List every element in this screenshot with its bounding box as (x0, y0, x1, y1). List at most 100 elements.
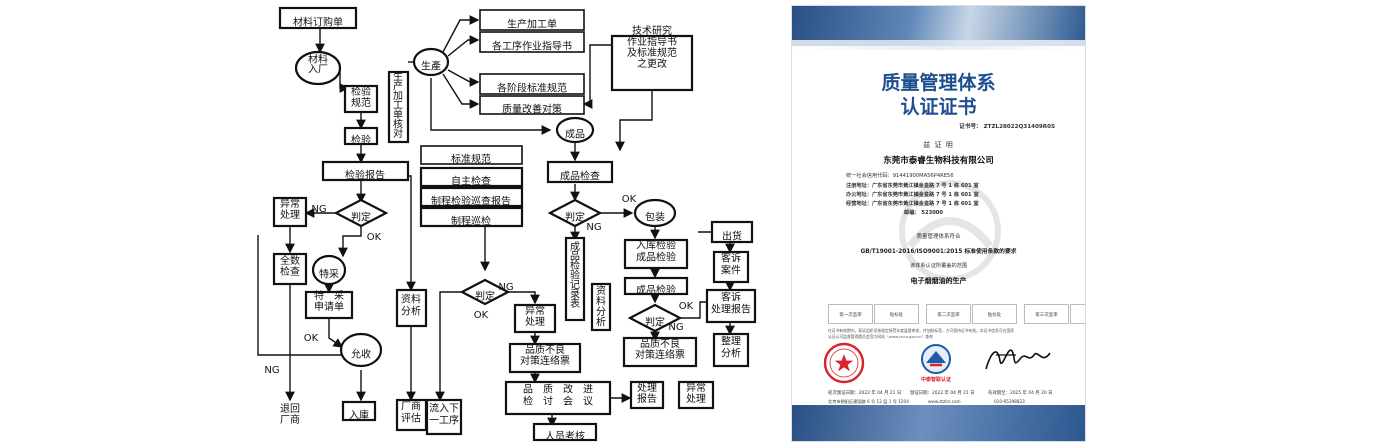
audit-stamp-box (874, 304, 919, 324)
audit-label-box (926, 304, 971, 324)
first-issue-label: 初次颁证日期： (828, 391, 859, 396)
node-std-spec: 标准规范 (451, 153, 491, 166)
standard: GB/T19001-2016/ISO9001:2015 标准使用条款的要求 (860, 249, 1017, 255)
footer-address: 北京市朝阳区建国路 6 号 12 层 1 号 1204 (828, 399, 909, 404)
node-complaint-case: 客诉案件 (721, 252, 741, 277)
audit-stamp-label: 贴标处 (889, 313, 904, 318)
node-abnormal1: 异常处理 (280, 197, 300, 221)
node-judge1: 判定 (351, 211, 371, 224)
iso-certificate: 质量管理体系 认证证书 证书号： ZTZL28022Q31409R0S 兹 证 … (791, 5, 1086, 442)
node-judge3: 判定 (565, 211, 585, 224)
scope-value: 电子烟烟油的生产 (910, 277, 967, 285)
node-tech-research: 技术研究作业指导书及标准规范之更改 (627, 24, 677, 70)
node-material-in: 材料入厂 (308, 53, 328, 76)
node-self-check: 自主检查 (451, 175, 491, 188)
node-packing: 包装 (645, 211, 665, 224)
reg-address-label: 注册地址： (846, 183, 872, 189)
audit-label-box (1024, 304, 1069, 324)
footer-website: www.ztzlrz.com (928, 399, 961, 404)
audit-label: 第一次监审 (839, 313, 862, 318)
credit-code: 统一社会信用代码：91441900MA56P4RE56 (846, 173, 954, 179)
issue-label: 颁证日期： (910, 391, 932, 396)
certificate-bottom-band (792, 405, 1085, 441)
node-flow-next: 流入下一工序 (429, 402, 459, 427)
node-prod-sheet: 生产加工单 (507, 18, 557, 31)
footer-telephone: 010-65298823 (994, 399, 1025, 404)
node-inspect-report: 检验报告 (345, 169, 385, 182)
company-name: 东莞市泰睿生物科技有限公司 (883, 156, 994, 166)
certificate-title-line1: 质量管理体系 (881, 72, 996, 94)
postcode: 邮编： 523000 (904, 210, 944, 216)
certificate-number: 证书号： ZTZL28022Q31409R0S (959, 124, 1055, 130)
node-quality-improve: 质量改善对策 (502, 103, 562, 116)
node-product-check2: 成品检验 (636, 284, 676, 297)
node-abnormal3: 异常处理 (686, 381, 706, 405)
flow-connectors (257, 15, 735, 428)
edge-label-ng-3: NG (264, 365, 279, 376)
node-defect-sheet2: 品质不良对策连络票 (635, 337, 685, 361)
edge-label-ng-4: NG (498, 282, 513, 293)
business-address-label: 经营地址： (846, 201, 872, 207)
audit-stamp-box (1070, 304, 1085, 324)
audit-label: 第二次监审 (937, 313, 960, 318)
signature-icon (985, 349, 1051, 370)
expire-date: 2025 年 04 月 20 日 (1009, 391, 1053, 396)
node-stock-in: 入库检验成品检验 (636, 239, 676, 264)
node-data-analysis1: 资料分析 (401, 293, 421, 318)
edge-label-ok-2: OK (304, 333, 319, 344)
note-line2: 认证认可监督管理委员会官方网站（www.cnca.gov.cn）查询 (828, 334, 933, 339)
node-ship: 出货 (722, 230, 742, 243)
node-full-inspect: 全数检查 (280, 254, 300, 278)
node-accept: 允收 (351, 348, 371, 361)
node-quality-meeting: 品 质 改 进检 讨 会 议 (523, 383, 593, 408)
scope-text: 该体系认证所覆盖的范围 (909, 263, 968, 269)
edge-label-ok-7: OK (622, 194, 637, 205)
conforms-text: 质量管理体系符合 (916, 234, 961, 240)
node-product-inspect: 成品检查 (560, 170, 600, 183)
seal-organization: 中泰智联认证 (920, 377, 951, 383)
audit-label-box (828, 304, 873, 324)
node-production: 生產 (421, 60, 441, 73)
certification-body-logo-icon (921, 344, 951, 374)
node-abnormal2: 异常处理 (525, 304, 545, 328)
audit-stamp-box (972, 304, 1017, 324)
node-process-guide: 各工序作业指导书 (492, 40, 572, 53)
edge-label-ng-0: NG (311, 204, 326, 215)
node-complaint-report: 客诉处理报告 (711, 291, 751, 316)
node-vendor-eval: 厂商评估 (401, 400, 421, 425)
audit-label: 第三次监审 (1035, 313, 1058, 318)
node-prod-order-vertical: 生产加工单核对 (393, 70, 403, 140)
certificate-top-band (792, 6, 1085, 46)
node-storage: 入庫 (349, 409, 369, 422)
node-product: 成品 (565, 129, 585, 141)
node-inspect-spec: 检验规范 (351, 85, 371, 109)
node-rectify: 整理分析 (721, 335, 741, 360)
prove-heading: 兹 证 明 (923, 141, 954, 149)
node-data-analysis2: 资料分析 (596, 285, 606, 329)
node-personnel-eval: 人员考核 (545, 430, 585, 443)
node-handle-report: 处理报告 (637, 382, 657, 405)
node-judge2: 判定 (475, 290, 495, 303)
edge-label-ng-6: NG (586, 222, 601, 233)
audit-stamp-label: 贴标处 (1070, 312, 1085, 318)
certificate-title-line2: 认证证书 (900, 96, 977, 118)
node-special: 特采 (319, 269, 339, 281)
node-stage-spec: 各阶段标准规范 (497, 82, 567, 95)
certificate-top-highlight (792, 40, 1085, 50)
node-return: 退回厂商 (280, 403, 300, 426)
node-material-order: 材料订购单 (293, 16, 343, 29)
office-address: 广东省东莞市黄江镇金皇路 7 号 1 栋 601 室 (871, 192, 979, 198)
watermark-logo-icon (899, 180, 1001, 282)
edge-label-ok-1: OK (367, 232, 382, 243)
reg-address: 广东省东莞市黄江镇金皇路 7 号 1 栋 601 室 (871, 183, 979, 189)
node-patrol-report: 制程检验巡查报告 (431, 195, 511, 208)
edge-label-ok-9: OK (679, 301, 694, 312)
first-issue-date: 2022 年 04 月 21 日 (858, 391, 902, 396)
audit-stamp-label: 贴标处 (987, 313, 1002, 318)
office-address-label: 办公地址： (846, 192, 872, 198)
node-product-record: 成品检验记录表 (570, 241, 580, 310)
edge-label-ok-5: OK (474, 310, 489, 321)
expire-label: 有效期至： (988, 391, 1010, 396)
node-patrol: 制程巡检 (451, 215, 491, 228)
